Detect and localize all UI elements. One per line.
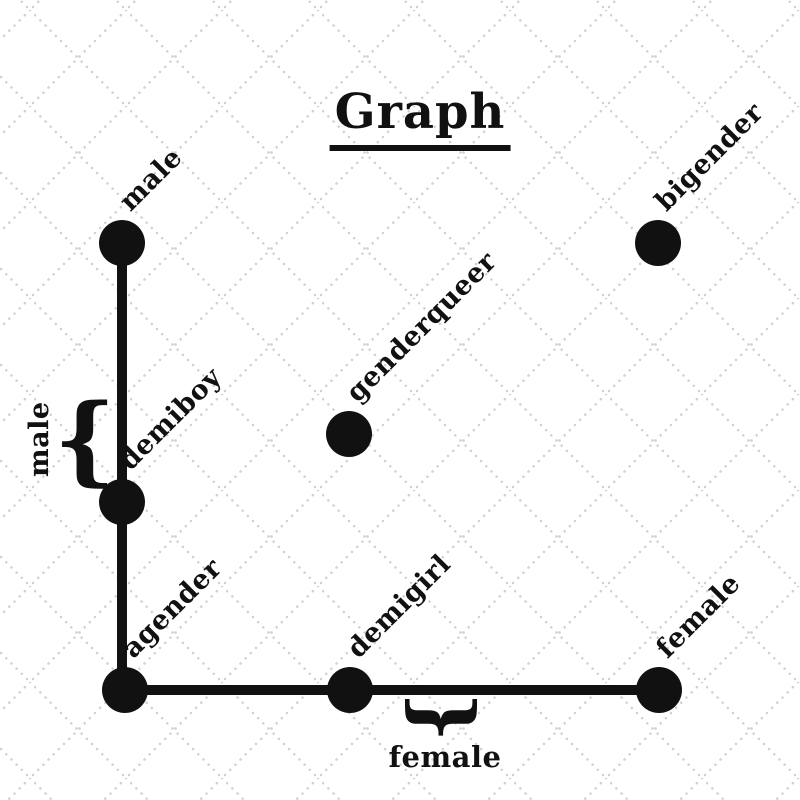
- page-title: Graph: [329, 84, 511, 151]
- left-curly-brace-icon: {: [54, 383, 116, 496]
- node-female: [636, 667, 682, 713]
- node-agender: [102, 667, 148, 713]
- node-bigender: [635, 220, 681, 266]
- horizontal-axis-label-female: female: [388, 740, 502, 774]
- node-demiboy: [99, 479, 145, 525]
- edge-agender-to-female: [121, 685, 664, 695]
- node-male: [99, 220, 145, 266]
- edge-male-to-agender: [117, 241, 127, 693]
- bottom-curly-brace-glyph: {: [391, 691, 483, 743]
- node-genderqueer: [326, 411, 372, 457]
- node-demigirl: [327, 667, 373, 713]
- vertical-axis-label-male: male: [24, 401, 55, 478]
